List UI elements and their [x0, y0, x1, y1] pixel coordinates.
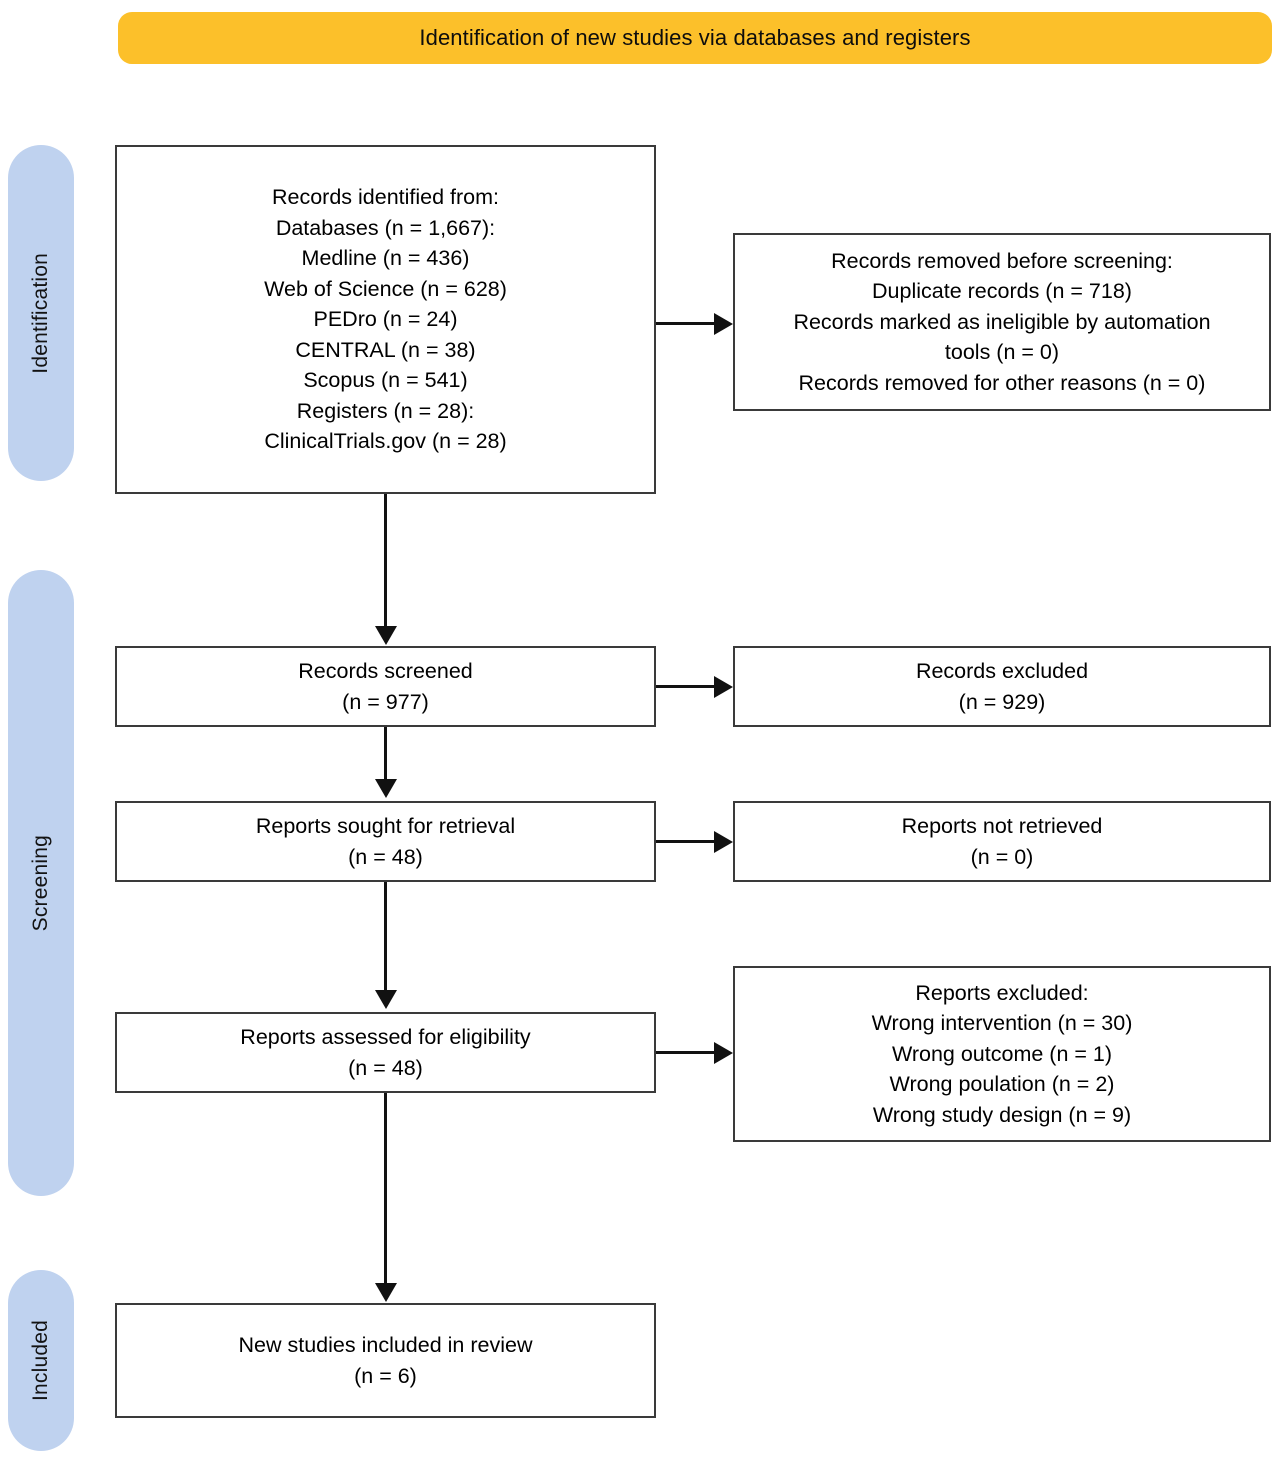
arrowhead-screened-to-sought: [375, 779, 397, 798]
box-records-removed-before-screening: Records removed before screening: Duplic…: [733, 233, 1271, 411]
box-records-excluded: Records excluded (n = 929): [733, 646, 1271, 727]
box-records-excluded-text: Records excluded (n = 929): [915, 659, 1089, 714]
box-reports-excluded-text: Reports excluded: Wrong intervention (n …: [871, 980, 1133, 1127]
connector-sought-to-assessed: [384, 882, 387, 992]
box-records-screened-text: Records screened (n = 977): [298, 659, 473, 714]
header-banner: Identification of new studies via databa…: [118, 12, 1272, 64]
box-reports-assessed-for-eligibility-text: Reports assessed for eligibility (n = 48…: [240, 1025, 531, 1080]
box-reports-not-retrieved: Reports not retrieved (n = 0): [733, 801, 1271, 882]
box-new-studies-included: New studies included in review (n = 6): [115, 1303, 656, 1418]
banner-title: Identification of new studies via databa…: [419, 25, 971, 50]
arrowhead-identified-to-screened: [375, 626, 397, 645]
arrowhead-identified-to-removed: [714, 313, 733, 335]
phase-rail-identification-label: Identification: [29, 252, 52, 374]
phase-rail-included-label: Included: [29, 1320, 52, 1401]
box-reports-assessed-for-eligibility: Reports assessed for eligibility (n = 48…: [115, 1012, 656, 1093]
connector-identified-to-screened: [384, 494, 387, 628]
box-new-studies-included-text: New studies included in review (n = 6): [238, 1333, 533, 1388]
connector-identified-to-removed: [656, 322, 718, 325]
arrowhead-sought-to-assessed: [375, 990, 397, 1009]
box-reports-sought-for-retrieval-text: Reports sought for retrieval (n = 48): [255, 814, 516, 869]
box-records-screened: Records screened (n = 977): [115, 646, 656, 727]
phase-rail-identification: Identification: [8, 145, 74, 481]
box-reports-not-retrieved-text: Reports not retrieved (n = 0): [901, 814, 1103, 869]
arrowhead-screened-to-excluded: [714, 676, 733, 698]
phase-rail-included: Included: [8, 1270, 74, 1451]
box-records-identified: Records identified from: Databases (n = …: [115, 145, 656, 494]
connector-sought-to-not-retrieved: [656, 840, 718, 843]
connector-screened-to-sought: [384, 727, 387, 781]
phase-rail-screening: Screening: [8, 570, 74, 1196]
arrowhead-assessed-to-reports-excluded: [714, 1042, 733, 1064]
arrowhead-assessed-to-included: [375, 1283, 397, 1302]
box-records-identified-text: Records identified from: Databases (n = …: [264, 185, 507, 454]
connector-assessed-to-reports-excluded: [656, 1051, 718, 1054]
connector-screened-to-excluded: [656, 685, 718, 688]
arrowhead-sought-to-not-retrieved: [714, 831, 733, 853]
box-records-removed-before-screening-text: Records removed before screening: Duplic…: [793, 248, 1211, 395]
connector-assessed-to-included: [384, 1093, 387, 1285]
phase-rail-screening-label: Screening: [29, 834, 52, 932]
box-reports-excluded: Reports excluded: Wrong intervention (n …: [733, 966, 1271, 1142]
box-reports-sought-for-retrieval: Reports sought for retrieval (n = 48): [115, 801, 656, 882]
